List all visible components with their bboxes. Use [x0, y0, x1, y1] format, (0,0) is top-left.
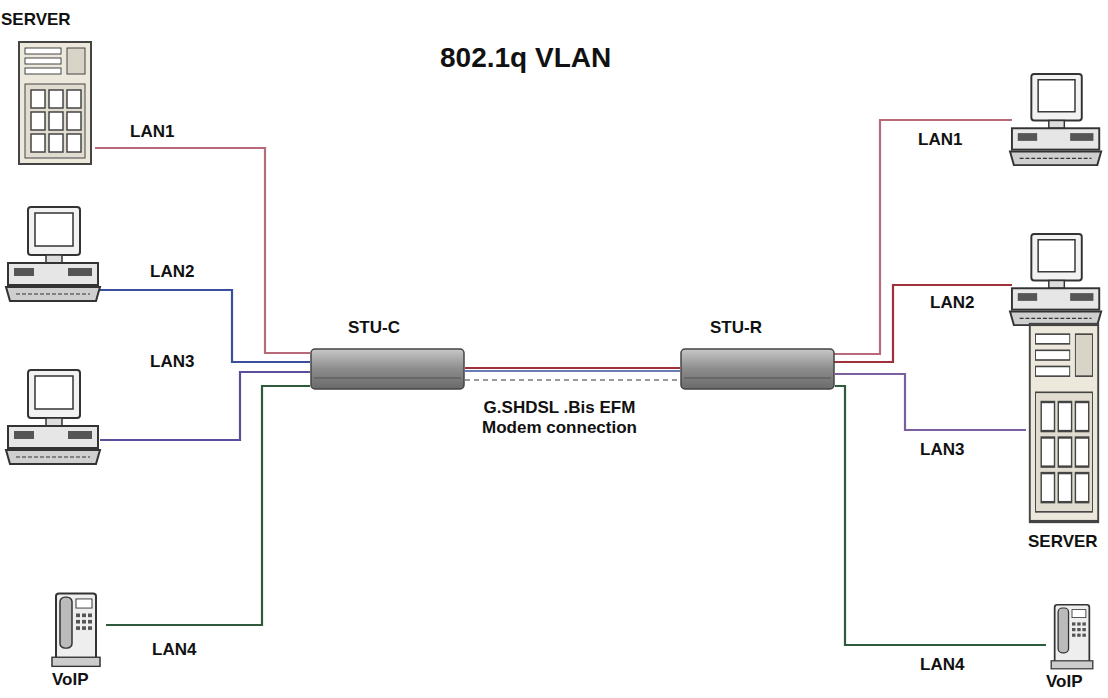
- edge-label: G.SHDSL .Bis EFM Modem connection: [470, 398, 649, 438]
- modem-box: STU-R: [680, 348, 835, 390]
- server-icon-drawing: [1026, 318, 1102, 528]
- node-label: SERVER: [1, 10, 71, 30]
- voip-phone: VoIP: [1046, 600, 1098, 672]
- edge-label: LAN1: [128, 122, 176, 142]
- edge-label: LAN3: [918, 440, 966, 460]
- node-label: SERVER: [1028, 532, 1098, 552]
- modem-backup-line: [465, 379, 680, 381]
- edge-label: LAN4: [150, 640, 198, 660]
- node-label: VoIP: [1046, 672, 1083, 692]
- lan-label: LAN1: [918, 130, 962, 150]
- voip-phone: VoIP: [46, 588, 106, 670]
- modem-box: STU-C: [310, 348, 465, 390]
- server-icon: SERVER: [15, 38, 95, 168]
- network-link: [835, 386, 1046, 645]
- server-icon-drawing: [15, 38, 95, 168]
- pc-icon: [6, 207, 100, 301]
- modem-link-strand: [465, 370, 680, 372]
- network-link: [95, 148, 310, 353]
- voip-phone-drawing: [46, 588, 106, 670]
- node-label: STU-C: [348, 318, 400, 338]
- voip-phone-drawing: [1046, 600, 1098, 672]
- lan2-wire: [100, 290, 310, 362]
- diagram-title: 802.1q VLAN: [440, 42, 611, 74]
- pc-icon: [1010, 74, 1101, 165]
- network-link: [465, 367, 680, 369]
- pc-icon: [6, 370, 100, 464]
- lan-label: LAN3: [150, 352, 194, 372]
- server-icon: SERVER: [1026, 318, 1102, 528]
- lan3-wire: [100, 372, 310, 440]
- lan-label: LAN2: [150, 262, 194, 282]
- lan2-wire: [830, 285, 1012, 362]
- node-label: VoIP: [52, 670, 89, 690]
- network-link: [835, 374, 1026, 430]
- modem-box-drawing: [310, 348, 465, 390]
- modem-box-drawing: [680, 348, 835, 390]
- lan1-wire: [830, 120, 1012, 354]
- network-link: [106, 386, 310, 625]
- lan-label: LAN2: [930, 293, 974, 313]
- edge-label: LAN4: [918, 655, 966, 675]
- node-label: STU-R: [710, 318, 762, 338]
- pc-icon: [1010, 234, 1101, 325]
